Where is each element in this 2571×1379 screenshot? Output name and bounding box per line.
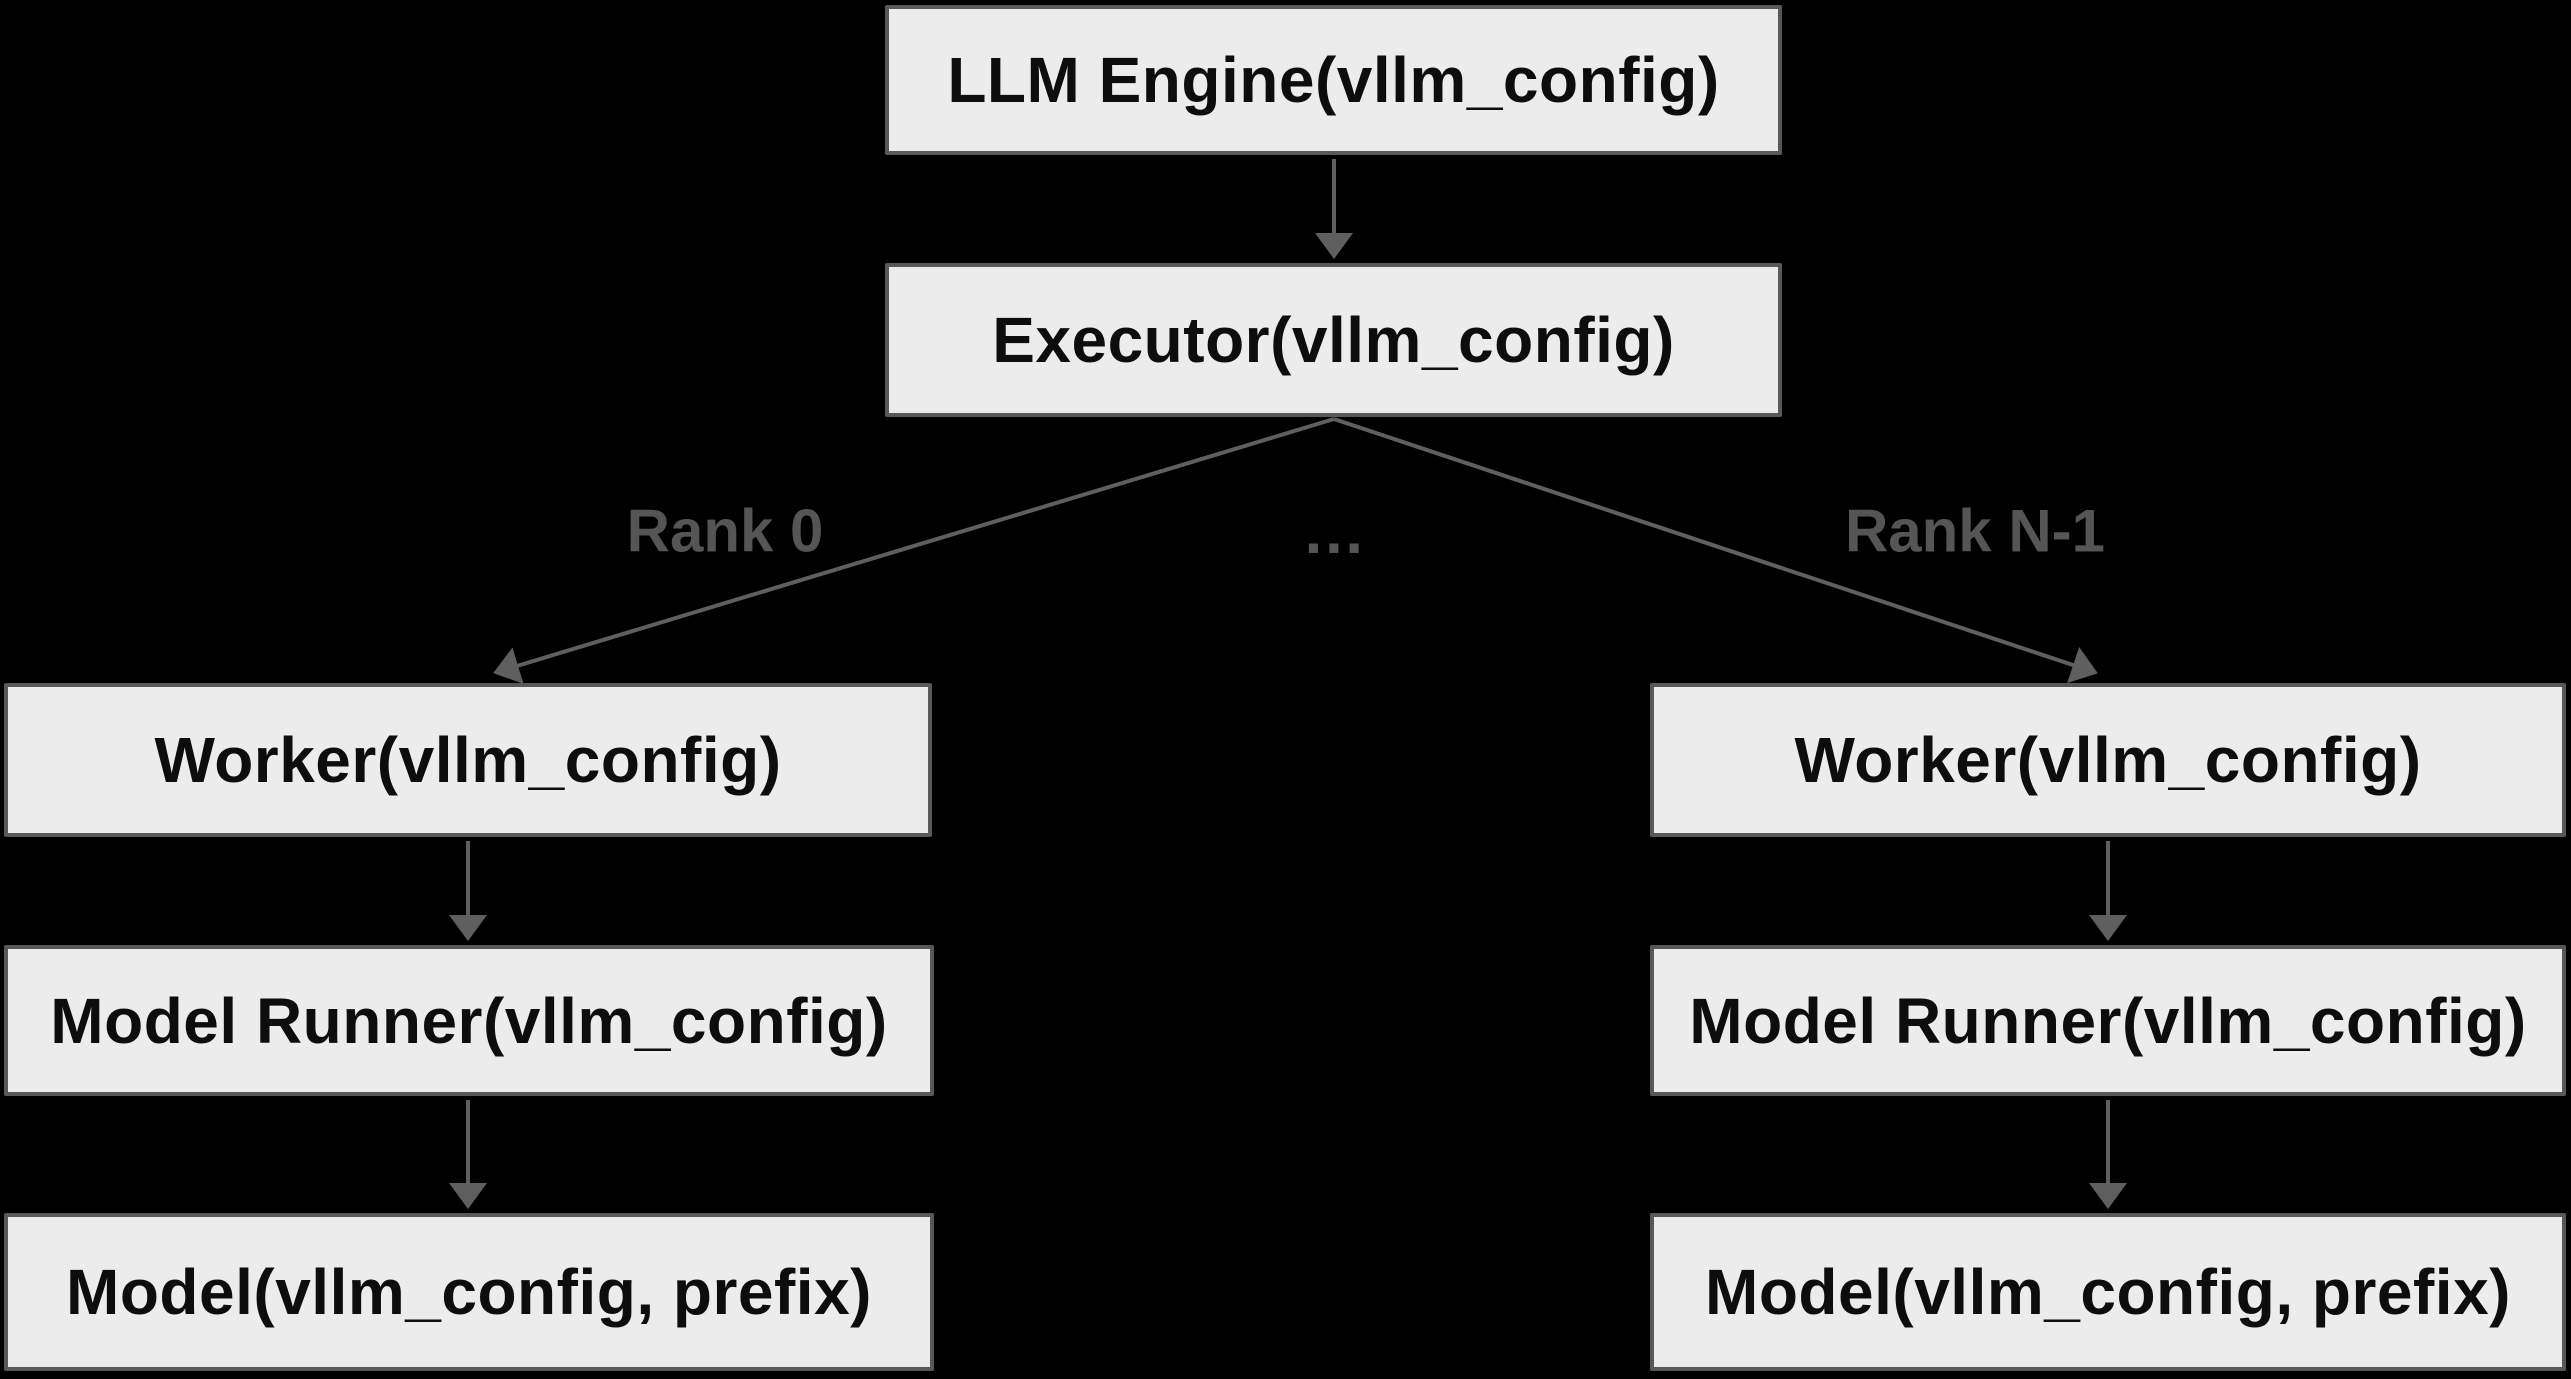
node-worker-rank-0: Worker(vllm_config) [4, 683, 932, 837]
node-worker-rank-n-1: Worker(vllm_config) [1650, 683, 2566, 837]
node-model-runner-rank-0: Model Runner(vllm_config) [4, 945, 934, 1096]
edge-label-ellipsis: … [1301, 495, 1366, 567]
edge-executor-to-worker-right [1333, 417, 2098, 684]
node-llm-engine: LLM Engine(vllm_config) [885, 5, 1782, 155]
node-model-rank-0: Model(vllm_config, prefix) [4, 1213, 934, 1371]
edge-executor-to-worker-left [493, 417, 1335, 684]
node-model-runner-rank-n-1: Model Runner(vllm_config) [1650, 945, 2566, 1096]
edge-label-rank-n-1: Rank N-1 [1844, 497, 2106, 565]
edge-label-rank-0: Rank 0 [626, 497, 824, 565]
node-executor: Executor(vllm_config) [885, 263, 1782, 417]
node-model-rank-n-1: Model(vllm_config, prefix) [1650, 1213, 2566, 1371]
